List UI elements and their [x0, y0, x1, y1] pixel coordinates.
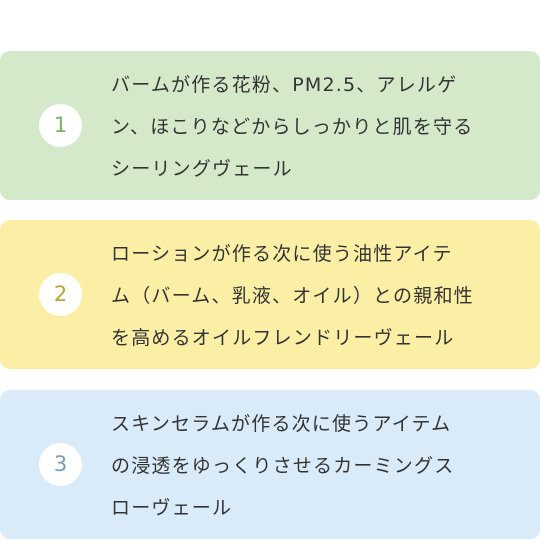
feature-description-3: スキンセラムが作る次に使うアイテム の浸透をゆっくりさせるカーミングス ローヴェ… [111, 403, 516, 529]
description-line: の浸透をゆっくりさせるカーミングス [111, 455, 455, 477]
description-line: バームが作る花粉、PM2.5、アレルゲ [111, 74, 458, 96]
number-badge-3: 3 [39, 443, 82, 486]
description-line: ローヴェール [111, 497, 233, 519]
feature-card-3: 3 スキンセラムが作る次に使うアイテム の浸透をゆっくりさせるカーミングス ロー… [0, 390, 540, 539]
description-line: ム（バーム、乳液、オイル）との親和性 [111, 285, 474, 307]
feature-description-2: ローションが作る次に使う油性アイテ ム（バーム、乳液、オイル）との親和性 を高め… [111, 233, 516, 359]
feature-card-2: 2 ローションが作る次に使う油性アイテ ム（バーム、乳液、オイル）との親和性 を… [0, 220, 540, 369]
number-badge-2: 2 [39, 273, 82, 316]
description-line: ン、ほこりなどからしっかりと肌を守る [111, 116, 474, 138]
description-line: シーリングヴェール [111, 158, 293, 180]
feature-card-1: 1 バームが作る花粉、PM2.5、アレルゲ ン、ほこりなどからしっかりと肌を守る… [0, 51, 540, 200]
description-line: を高めるオイルフレンドリーヴェール [111, 327, 455, 349]
description-line: ローションが作る次に使う油性アイテ [111, 243, 453, 265]
feature-description-1: バームが作る花粉、PM2.5、アレルゲ ン、ほこりなどからしっかりと肌を守る シ… [111, 64, 516, 190]
description-line: スキンセラムが作る次に使うアイテム [111, 413, 452, 435]
number-badge-1: 1 [39, 104, 82, 147]
